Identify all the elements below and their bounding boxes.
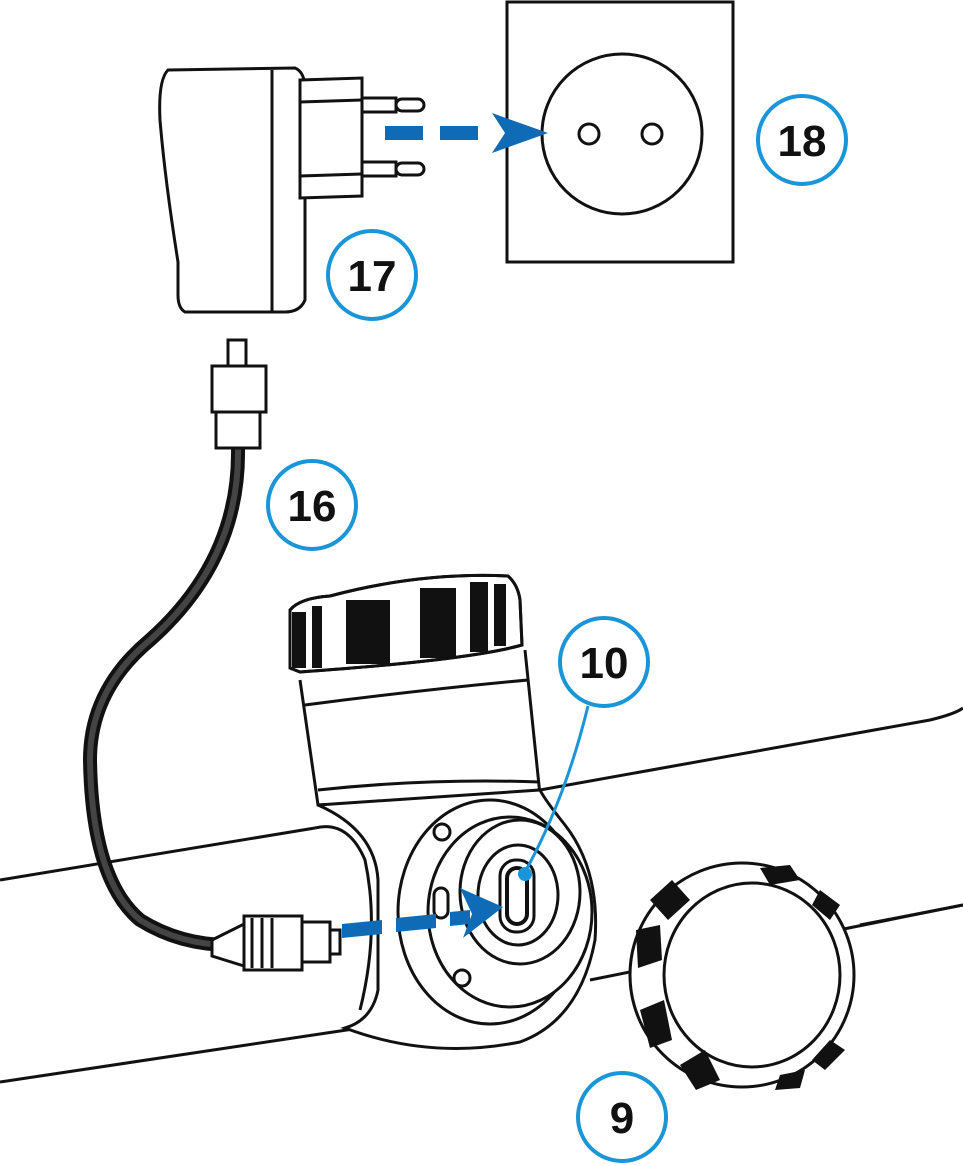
arrow-to-socket <box>385 113 548 153</box>
callout-9: 9 <box>576 1071 668 1163</box>
callout-18-label: 18 <box>778 117 827 166</box>
cable-connector-ribs <box>250 918 274 968</box>
callout-10-ring <box>558 616 650 708</box>
callout-10-label: 10 <box>580 639 629 688</box>
callout-16: 16 <box>266 459 358 551</box>
cable-bottom-connector <box>210 914 342 972</box>
usb-cable <box>82 338 342 972</box>
callout-17-label: 17 <box>348 252 397 301</box>
battery-cap-knurling <box>636 865 845 1090</box>
callout-16-label: 16 <box>288 482 337 531</box>
callout-9-label: 9 <box>610 1094 634 1143</box>
power-adapter <box>158 66 426 314</box>
arrow-to-port <box>342 888 503 938</box>
turret <box>288 573 542 807</box>
wall-socket <box>505 0 735 264</box>
callout-9-ring <box>576 1071 668 1163</box>
callout-18-ring <box>756 94 848 186</box>
callout-18: 18 <box>756 94 848 186</box>
callout-16-ring <box>266 459 358 551</box>
callout-10: 10 <box>558 616 650 708</box>
turret-knurling <box>292 582 506 668</box>
callout-17-ring <box>326 229 418 321</box>
cable-top-connector <box>210 338 268 450</box>
callout-10-leader <box>518 705 590 881</box>
callout-17: 17 <box>326 229 418 321</box>
battery-cap <box>628 861 856 1090</box>
